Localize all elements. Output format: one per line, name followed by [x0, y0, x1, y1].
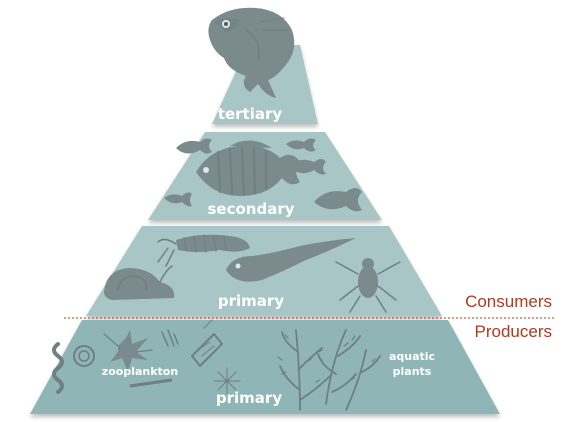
- label-primary-producers: primary: [216, 389, 282, 407]
- label-tertiary: tertiary: [218, 105, 283, 123]
- label-producers: Producers: [475, 322, 552, 341]
- diatom-icon: [191, 319, 241, 395]
- bluegill-icon: [196, 140, 300, 196]
- label-zooplankton: zooplankton: [102, 365, 178, 378]
- label-plants: plants: [393, 365, 432, 378]
- zooplankton-icon: [52, 329, 179, 394]
- tadpole-icon: [226, 238, 356, 282]
- snail-icon: [104, 265, 175, 300]
- aquatic-plant-icon: [277, 329, 381, 411]
- label-primary-consumers: primary: [218, 292, 284, 310]
- water-beetle-icon: [335, 258, 401, 313]
- label-secondary: secondary: [207, 200, 294, 218]
- larva-icon: [157, 234, 250, 267]
- label-consumers: Consumers: [465, 292, 552, 311]
- bass-icon: [208, 7, 295, 98]
- small-fish-icon: [164, 138, 362, 212]
- label-aquatic: aquatic: [389, 350, 435, 363]
- tier-primary-producers: [30, 320, 500, 414]
